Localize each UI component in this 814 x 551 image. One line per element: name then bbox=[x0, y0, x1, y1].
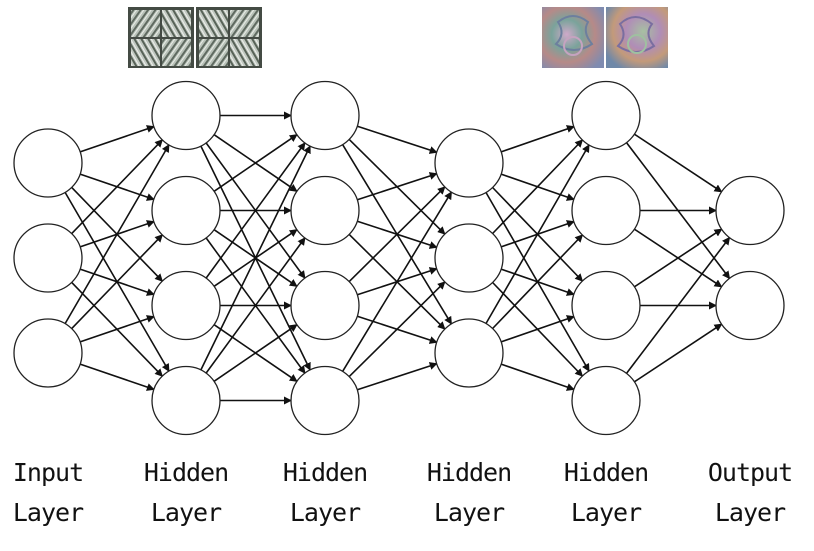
connection-arrow bbox=[625, 236, 731, 374]
neuron-node bbox=[571, 175, 641, 246]
connection-arrow bbox=[79, 125, 155, 153]
neuron-node bbox=[571, 270, 641, 341]
connection-arrow bbox=[485, 144, 590, 324]
layer-label-title: Hidden bbox=[563, 458, 649, 487]
layer-label-title: Hidden bbox=[143, 458, 229, 487]
object-feature-thumbnail bbox=[606, 7, 668, 68]
neuron-node bbox=[715, 175, 785, 246]
connection-arrow bbox=[348, 186, 446, 283]
layer-label-subtitle: Layer bbox=[12, 498, 84, 527]
connection-arrow bbox=[500, 125, 575, 153]
layer-label-title: Hidden bbox=[426, 458, 512, 487]
neuron-node bbox=[151, 270, 221, 341]
connection-arrow bbox=[79, 315, 155, 343]
feature-images bbox=[128, 7, 668, 68]
connection-arrow bbox=[633, 133, 723, 193]
connection-arrow bbox=[633, 228, 723, 288]
object-feature-thumbnail bbox=[542, 7, 604, 68]
neuron-node bbox=[13, 318, 83, 388]
layer-label-title: Output bbox=[707, 458, 793, 487]
neuron-node bbox=[290, 175, 360, 246]
connection-arrow bbox=[492, 234, 584, 330]
layer-label-subtitle: Layer bbox=[289, 498, 361, 527]
neuron-node bbox=[151, 175, 221, 246]
neuron-node bbox=[290, 270, 360, 341]
connection-arrow bbox=[492, 139, 584, 235]
neuron-node bbox=[290, 80, 360, 151]
layer-label-title: Hidden bbox=[282, 458, 368, 487]
layer-label-subtitle: Layer bbox=[714, 498, 786, 527]
edge-filter-thumbnail bbox=[196, 7, 262, 68]
neuron-node bbox=[13, 128, 83, 198]
connection-arrow bbox=[205, 237, 306, 374]
connection-arrow bbox=[357, 125, 438, 154]
connection-arrow bbox=[633, 323, 723, 383]
edge-filter-thumbnail bbox=[128, 7, 194, 68]
layer-label-subtitle: Layer bbox=[433, 498, 505, 527]
layer-label-subtitle: Layer bbox=[150, 498, 222, 527]
connection-arrow bbox=[200, 145, 311, 371]
neurons bbox=[13, 80, 785, 436]
connection-arrow bbox=[213, 134, 298, 192]
connection-arrow bbox=[79, 363, 155, 391]
neuron-node bbox=[13, 223, 83, 293]
neuron-node bbox=[571, 80, 641, 151]
connection-arrow bbox=[357, 172, 438, 201]
neuron-node bbox=[290, 365, 360, 436]
neuron-node bbox=[434, 128, 504, 198]
neuron-node bbox=[715, 270, 785, 341]
layer-label-subtitle: Layer bbox=[570, 498, 642, 527]
neuron-node bbox=[434, 223, 504, 293]
connection-arrow bbox=[500, 363, 575, 391]
neuron-node bbox=[151, 80, 221, 151]
connection-arrow bbox=[213, 324, 298, 382]
connection-arrow bbox=[341, 191, 453, 372]
neuron-node bbox=[571, 365, 641, 436]
layer-label-title: Input bbox=[12, 458, 84, 487]
connection-arrow bbox=[348, 281, 446, 378]
connection-arrow bbox=[64, 144, 170, 325]
connection-arrow bbox=[500, 315, 575, 343]
connection-arrow bbox=[357, 362, 438, 391]
connections bbox=[64, 111, 731, 405]
neuron-node bbox=[434, 318, 504, 388]
connection-arrow bbox=[205, 142, 306, 279]
connection-arrow bbox=[71, 139, 163, 235]
connection-arrow bbox=[71, 234, 163, 330]
neuron-node bbox=[151, 365, 221, 436]
